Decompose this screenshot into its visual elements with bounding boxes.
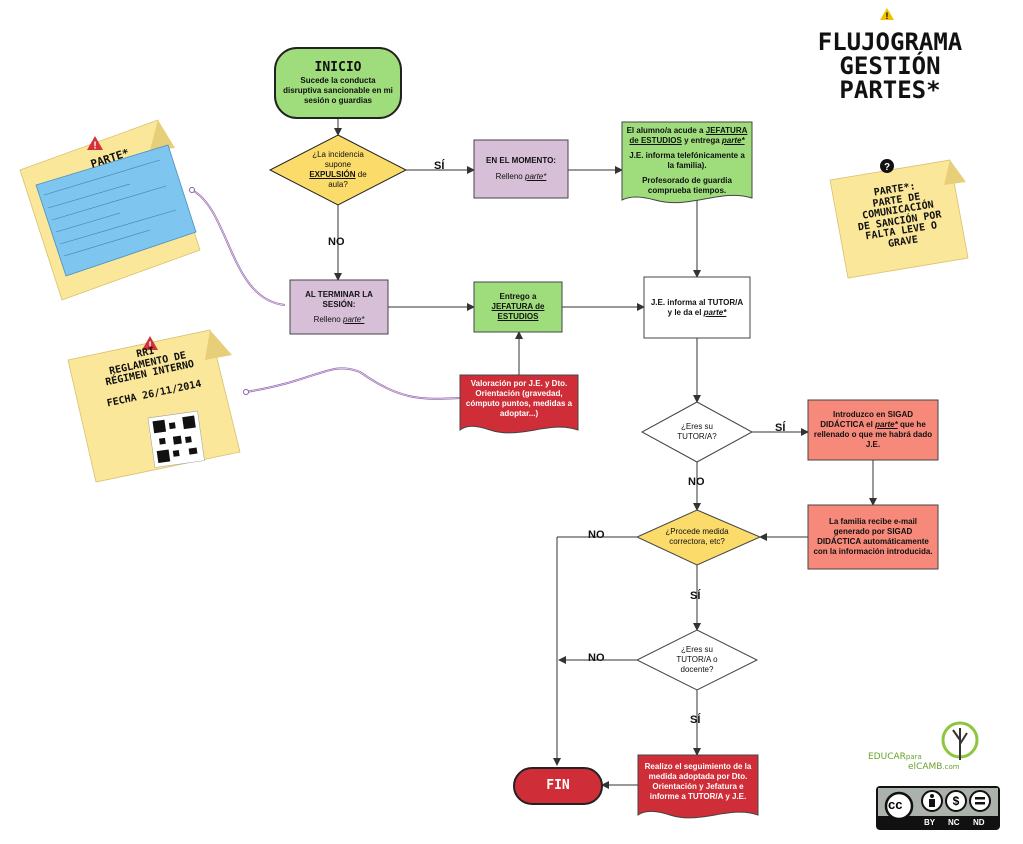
edge-label-si-3: SÍ [690,590,701,602]
note-parte [19,119,201,301]
je-line1-a: El alumno/a acude a [626,126,704,135]
cc-nc: NC [948,818,960,827]
decision-docente [635,629,759,691]
end-node [513,767,603,805]
start-description: Sucede la conducta disruptiva sancionabl… [283,76,393,106]
je-line1-b: y entrega [681,136,720,145]
cc-license-icon: $ [876,786,1000,830]
medida-question: ¿Procede medida correctora, etc? [665,527,729,546]
start-title: INICIO [314,59,362,75]
docente-question: ¿Eres su TUTOR/A o docente? [676,645,718,674]
introduzco-parte: parte* [875,420,898,429]
decision-expulsion [268,134,408,206]
box-en-momento-text: EN EL MOMENTO: Relleno parte* [474,140,568,198]
box-terminar-text: AL TERMINAR LA SESIÓN: Relleno parte* [290,280,388,334]
en-momento-pre: Relleno [495,172,523,181]
logo-elcambio: elCAMB [908,762,943,772]
decision-tutor-text: ¿Eres su TUTOR/A? [664,416,730,448]
warning-icon-parte: ! [87,136,103,152]
edge-label-si-1: SÍ [434,160,445,172]
warning-icon-rri: ! [142,336,158,352]
box-seguimiento-text: Realizo el seguimiento de la medida adop… [638,756,758,808]
end-title: FIN [546,777,570,793]
cc-nd: ND [973,818,985,827]
terminar-title: AL TERMINAR LA SESIÓN: [305,289,373,309]
decision-tutor [640,401,754,463]
logo-com: .com [942,763,960,771]
decision-medida-text: ¿Procede medida correctora, etc? [660,522,734,552]
terminar-pre: Relleno [313,314,341,324]
box-entrego-text: Entrego a JEFATURA de ESTUDIOS [474,282,562,332]
box-valoracion-text: Valoración por J.E. y Dto. Orientación (… [460,376,578,422]
edge-label-no-3: NO [588,529,605,541]
edge-label-no-2: NO [688,476,705,488]
box-informa-text: J.E. informa al TUTOR/A y le da el parte… [644,277,750,338]
entrego-pre: Entrego a [499,292,537,301]
expulsion-question: ¿La incidencia supone EXPULSIÓN de aula? [302,150,374,190]
expulsion-pre: ¿La incidencia supone [312,150,364,169]
en-momento-parte: parte* [525,172,547,181]
je-line2: J.E. informa telefónicamente a la famili… [629,151,745,170]
entrego-jefatura: JEFATURA de ESTUDIOS [491,302,545,321]
edge-label-no-4: NO [588,652,605,664]
svg-text:!: ! [93,141,96,152]
cc-label: cc [888,797,903,812]
je-line3: Profesorado de guardia comprueba tiempos… [642,176,732,195]
box-familia-text: La familia recibe e-mail generado por SI… [808,505,938,569]
svg-text:$: $ [953,794,960,808]
expulsion-post: de aula? [328,170,367,189]
box-informa [643,276,751,339]
end-node-text: FIN [514,768,602,804]
decision-medida [635,509,762,566]
introduzco-post: que he rellenado o que me habrá dado J.E… [813,420,933,449]
box-jefatura [621,121,753,204]
cc-by: BY [924,818,936,827]
page-title: FLUJOGRAMA GESTIÓN PARTES* [817,28,963,104]
start-node [274,47,402,119]
educar-logo-text: EDUCARpara [868,752,922,762]
box-familia [807,504,939,570]
logo-para: para [905,753,922,761]
box-entrego [473,281,563,333]
expulsion-keyword: EXPULSIÓN [309,170,356,179]
question-icon: ? [880,159,894,173]
note-definition [829,159,969,279]
svg-text:?: ? [884,162,890,173]
terminar-parte: parte* [343,314,365,324]
logo-educar: EDUCAR [868,752,906,762]
decision-docente-text: ¿Eres su TUTOR/A o docente? [664,642,730,678]
edge-label-si-4: SÍ [690,714,701,726]
box-seguimiento [637,754,759,819]
familia-description: La familia recibe e-mail generado por SI… [813,517,933,556]
svg-text:!: ! [148,341,151,352]
box-en-momento [473,139,569,199]
informa-pre: J.E. informa al TUTOR/A y le da el [650,297,744,317]
note-rri [67,329,241,483]
je-line1-parte: parte* [721,136,745,145]
introduzco-pre: Introduzco en SIGAD DIDÁCTICA el [820,410,913,429]
box-introduzco [807,399,939,461]
educar-logo [941,721,979,760]
en-momento-title: EN EL MOMENTO: [486,156,556,165]
box-introduzco-text: Introduzco en SIGAD DIDÁCTICA el parte* … [808,400,938,460]
box-terminar [289,279,389,335]
start-node-text: INICIO Sucede la conducta disruptiva san… [278,50,398,116]
valoracion-description: Valoración por J.E. y Dto. Orientación (… [465,379,573,418]
je-line1-jefatura: JEFATURA de ESTUDIOS [629,126,748,145]
edge-label-si-2: SÍ [775,422,786,434]
educar-logo-text-2: elCAMB.com [908,762,960,772]
svg-text:!: ! [886,11,889,21]
box-jefatura-text: El alumno/a acude a JEFATURA de ESTUDIOS… [622,124,752,198]
box-valoracion [459,374,579,434]
tutor-question: ¿Eres su TUTOR/A? [677,422,717,441]
qr-code-icon [147,410,205,468]
edge-label-no-1: NO [328,236,345,248]
warning-icon: ! [880,8,894,21]
seguimiento-description: Realizo el seguimiento de la medida adop… [644,762,752,801]
informa-parte: parte* [703,307,727,317]
decision-expulsion-text: ¿La incidencia supone EXPULSIÓN de aula? [298,146,378,194]
